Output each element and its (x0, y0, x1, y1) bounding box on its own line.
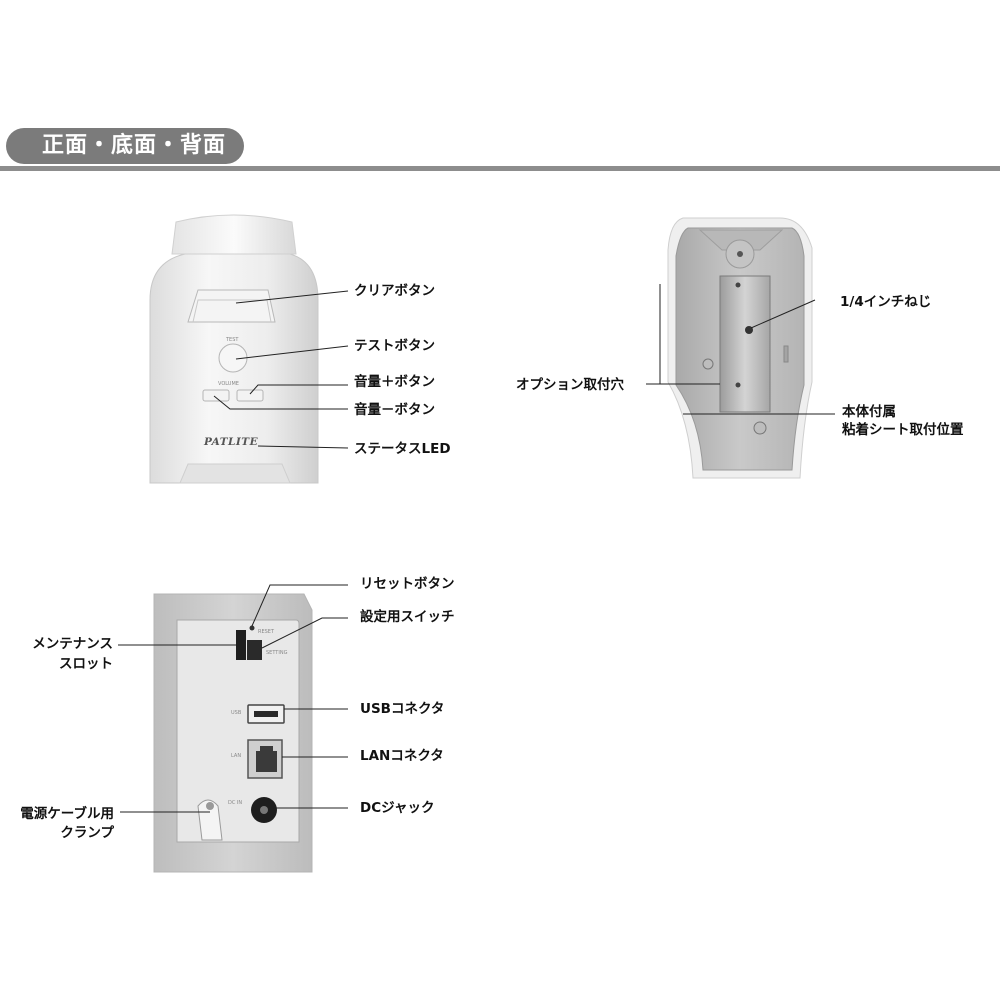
cable-clamp (197, 799, 223, 841)
label-test-button: テストボタン (354, 338, 435, 354)
maintenance-slot (236, 630, 246, 660)
label-cable-clamp-line2: クランプ (60, 825, 114, 841)
label-sheet-line1: 本体付属 (842, 404, 896, 420)
test-button-printed-text: TEST (226, 337, 239, 343)
usb-printed-text: USB (231, 710, 242, 716)
brand-logo-text: PATLITE (204, 436, 259, 448)
volume-minus-button (202, 389, 230, 402)
bottom-view (646, 217, 835, 479)
dc-printed-text: DC IN (228, 800, 243, 806)
volume-printed-text: VOLUME (218, 381, 239, 387)
label-usb-connector: USBコネクタ (360, 701, 445, 717)
reset-printed-text: RESET (258, 629, 275, 635)
label-setting-switch: 設定用スイッチ (360, 609, 455, 625)
reset-button (249, 625, 255, 631)
back-view (118, 584, 348, 873)
label-maintenance-line2: スロット (59, 656, 113, 672)
label-cable-clamp-line1: 電源ケーブル用 (20, 806, 114, 822)
label-tripod-screw: 1/4インチねじ (840, 294, 932, 310)
front-bottom-notch (179, 463, 291, 484)
label-volume-down-button: 音量－ボタン (354, 402, 435, 418)
mounting-plate (719, 275, 771, 413)
label-maintenance-line1: メンテナンス (32, 636, 113, 652)
clear-button (187, 289, 276, 323)
section-title: 正面・底面・背面 (6, 128, 244, 164)
lan-printed-text: LAN (231, 753, 242, 759)
setting-switch (247, 640, 262, 660)
label-volume-up-button: 音量＋ボタン (354, 374, 435, 390)
back-panel (176, 619, 300, 843)
label-reset-button: リセットボタン (360, 576, 455, 592)
label-lan-connector: LANコネクタ (360, 748, 444, 764)
front-view (149, 214, 349, 484)
label-sheet-line2: 粘着シート取付位置 (842, 422, 964, 438)
label-dc-jack: DCジャック (360, 800, 435, 816)
label-clear-button: クリアボタン (354, 283, 435, 299)
label-status-led: ステータスLED (354, 441, 451, 457)
setting-printed-text: SETTING (266, 650, 288, 656)
section-divider (0, 166, 1000, 171)
volume-plus-button (236, 389, 264, 402)
label-option-holes: オプション取付穴 (516, 377, 624, 393)
front-top-cap (171, 214, 297, 255)
